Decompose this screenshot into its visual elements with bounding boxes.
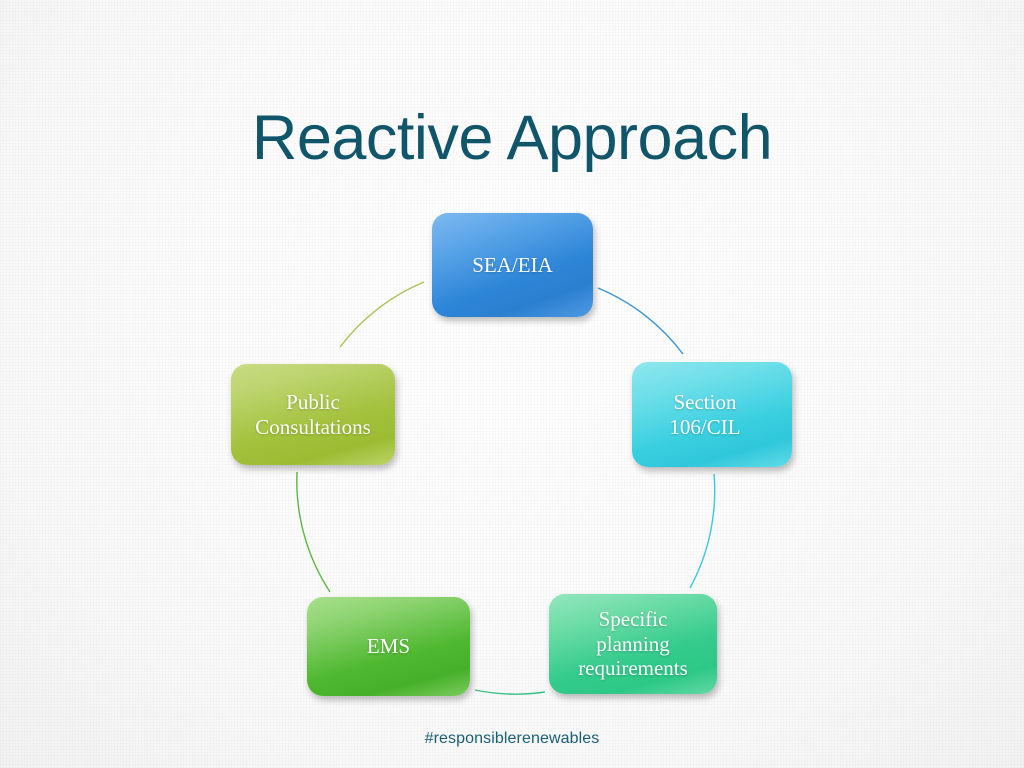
arc-specific-to-ems [474, 689, 546, 695]
arc-sea-to-section [597, 287, 684, 355]
slide-footer-hashtag: #responsiblerenewables [424, 730, 600, 747]
cycle-node-label: Section 106/CIL [669, 390, 741, 439]
cycle-node-sea-eia[interactable]: SEA/EIA [432, 213, 593, 317]
page-title: Reactive Approach [251, 103, 773, 173]
cycle-node-label: SEA/EIA [472, 252, 553, 277]
cycle-node-section-106[interactable]: Section 106/CIL [632, 362, 792, 467]
arc-public-to-sea [339, 281, 425, 348]
cycle-node-label: Public Consultations [255, 390, 371, 439]
cycle-node-public-consultations[interactable]: Public Consultations [231, 364, 395, 465]
arc-section-to-specific [689, 473, 716, 589]
cycle-node-specific-planning[interactable]: Specific planning requirements [549, 594, 717, 694]
arc-ems-to-public [296, 471, 331, 593]
cycle-node-label: Specific planning requirements [578, 607, 688, 681]
cycle-node-label: EMS [366, 634, 411, 659]
cycle-node-ems[interactable]: EMS [307, 597, 470, 696]
